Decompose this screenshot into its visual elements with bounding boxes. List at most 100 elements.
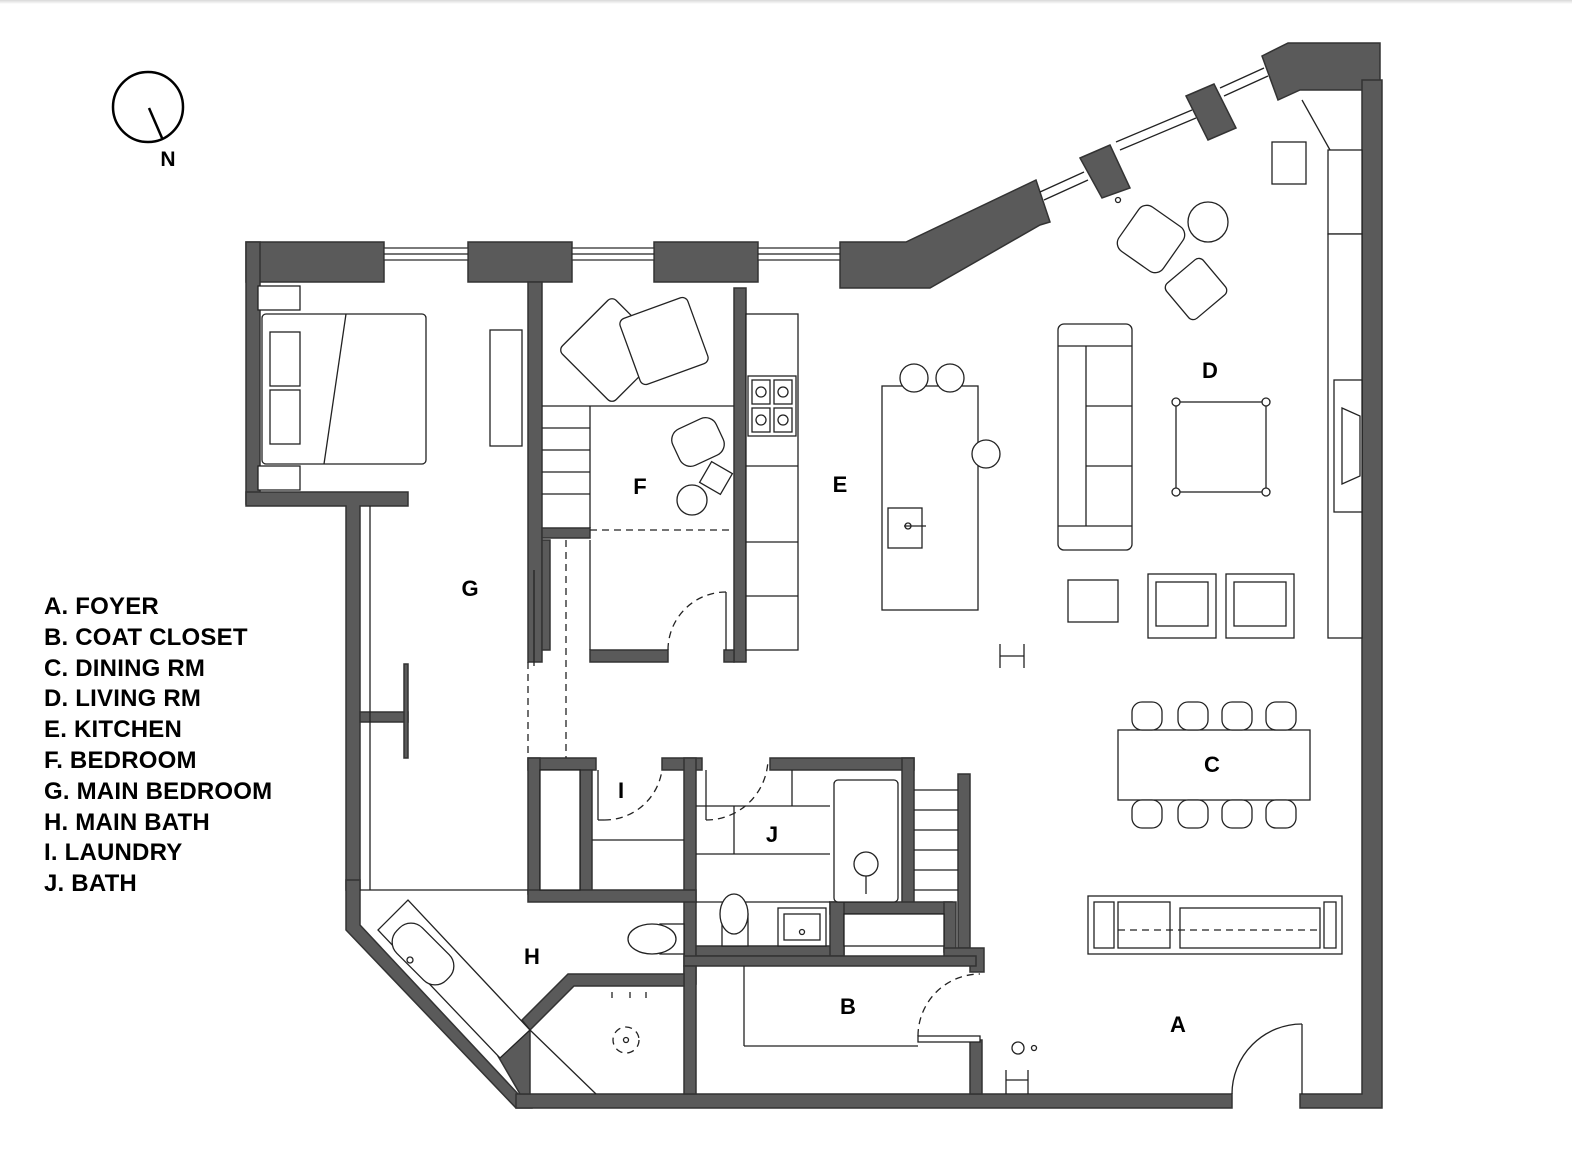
room-label-h: H (524, 944, 540, 969)
compass-circle-icon (111, 70, 185, 144)
wall-stair-right (957, 773, 971, 949)
armchair-2 (1225, 573, 1295, 639)
stool-1 (899, 363, 929, 393)
wall-left-bedroom (245, 241, 261, 505)
dining-chair-icon (1221, 799, 1253, 829)
cabinet (1271, 141, 1307, 185)
stool-3 (971, 439, 1001, 469)
kitchen-island (881, 385, 979, 611)
bath-door-swing (705, 759, 769, 821)
windows (383, 67, 1269, 261)
main-bedroom-furniture (257, 285, 567, 891)
legend-item-living: D. LIVING RM (44, 685, 202, 713)
armchair-1 (1147, 573, 1217, 639)
laundry-door-swing (603, 769, 663, 821)
room-label-c: C (1204, 752, 1220, 777)
main-bathtub (391, 922, 455, 986)
room-legend: A. FOYER B. COAT CLOSET C. DINING RM D. … (44, 592, 272, 900)
wall-f-mid (541, 527, 591, 539)
dining-furniture (999, 644, 1311, 829)
sofa-icon (1057, 323, 1133, 551)
room-label-b: B (840, 994, 856, 1019)
wall-closet-divider (359, 711, 409, 723)
living-furniture (1057, 99, 1363, 639)
wall-bath-bottom (695, 945, 845, 957)
room-label-d: D (1202, 358, 1218, 383)
chair-f (671, 417, 725, 467)
compass-north-label: N (160, 148, 175, 171)
wall-right (1299, 79, 1383, 1109)
built-in-top (1327, 149, 1363, 235)
lounge-chair (1116, 204, 1186, 274)
legend-item-coat-closet: B. COAT CLOSET (44, 623, 248, 651)
wall-diagonal-1 (839, 178, 1051, 289)
dining-chair-icon (1265, 799, 1297, 829)
legend-item-kitchen: E. KITCHEN (44, 716, 183, 744)
north-compass: N (111, 70, 185, 171)
wall-top-1 (245, 241, 385, 283)
coat-closet-fixtures (743, 966, 981, 1047)
legend-item-main-bath: H. MAIN BATH (44, 808, 210, 836)
legend-item-foyer: A. FOYER (44, 593, 159, 620)
laundry-bath-fixtures (539, 759, 958, 947)
dresser (489, 329, 523, 447)
page-top-edge (0, 0, 1572, 4)
legend-item-main-bedroom: G. MAIN BEDROOM (44, 777, 273, 805)
wall-top-3 (653, 241, 759, 283)
wall-closet-left (683, 965, 697, 1095)
stool-f (676, 484, 708, 516)
room-label-g: G (461, 576, 478, 601)
laundry-shelf (539, 769, 581, 891)
ottoman (1067, 579, 1119, 623)
wall-closet-right (969, 1039, 983, 1095)
foyer-furniture (1005, 895, 1343, 1095)
main-bath-fixtures (377, 899, 685, 1095)
legend-item-dining: C. DINING RM (44, 654, 206, 682)
room-label-i: I (618, 778, 624, 803)
wall-bottom (515, 1093, 1233, 1109)
wall-f-bottom (589, 649, 669, 663)
shower-h-icon (612, 1026, 640, 1054)
wall-bath-right (901, 757, 915, 909)
sofa (1057, 323, 1133, 551)
cooktop (747, 375, 797, 437)
side-table-f (698, 460, 734, 496)
nightstand-bottom (257, 465, 301, 491)
cushion-2 (619, 296, 709, 386)
wall-top-2 (467, 241, 573, 283)
pouf (1164, 257, 1228, 321)
compass-needle-icon (147, 107, 164, 139)
pillow-2 (269, 389, 301, 445)
legend-item-bedroom: F. BEDROOM (44, 746, 197, 774)
dining-chair-icon (1221, 701, 1253, 731)
bathtub (833, 779, 899, 903)
stairs-main (914, 789, 958, 891)
kitchen-counter (745, 313, 799, 651)
dining-chair-icon (1177, 701, 1209, 731)
wall-bath-top (769, 757, 915, 771)
dining-table (1117, 729, 1311, 801)
dining-chair-icon (1265, 701, 1297, 731)
legend-item-bath: J. BATH (44, 870, 137, 898)
dining-chair-icon (1177, 799, 1209, 829)
legend-item-laundry: I. LAUNDRY (44, 839, 183, 867)
kitchen-furniture (745, 313, 1001, 651)
fireplace-icon (1341, 406, 1361, 486)
room-label-f: F (633, 474, 646, 499)
toilet-h-icon (627, 923, 677, 955)
window-6 (1219, 67, 1265, 89)
bed (261, 313, 427, 465)
toilet-j-icon (719, 893, 749, 935)
dining-chair-icon (1131, 701, 1163, 731)
island-sink (887, 507, 923, 549)
interior-walls (359, 281, 985, 1095)
dining-chair-icon (1131, 799, 1163, 829)
room-label-a: A (1170, 1012, 1186, 1037)
wall-laundry-bottom (527, 889, 697, 903)
room-labels: A B C D E F G H I J (461, 358, 1220, 1037)
room-label-j: J (766, 822, 778, 847)
foyer-bench (1087, 895, 1343, 955)
wall-laundry-right (683, 757, 697, 985)
closet-door-swing (917, 973, 981, 1037)
pillow-1 (269, 331, 301, 387)
